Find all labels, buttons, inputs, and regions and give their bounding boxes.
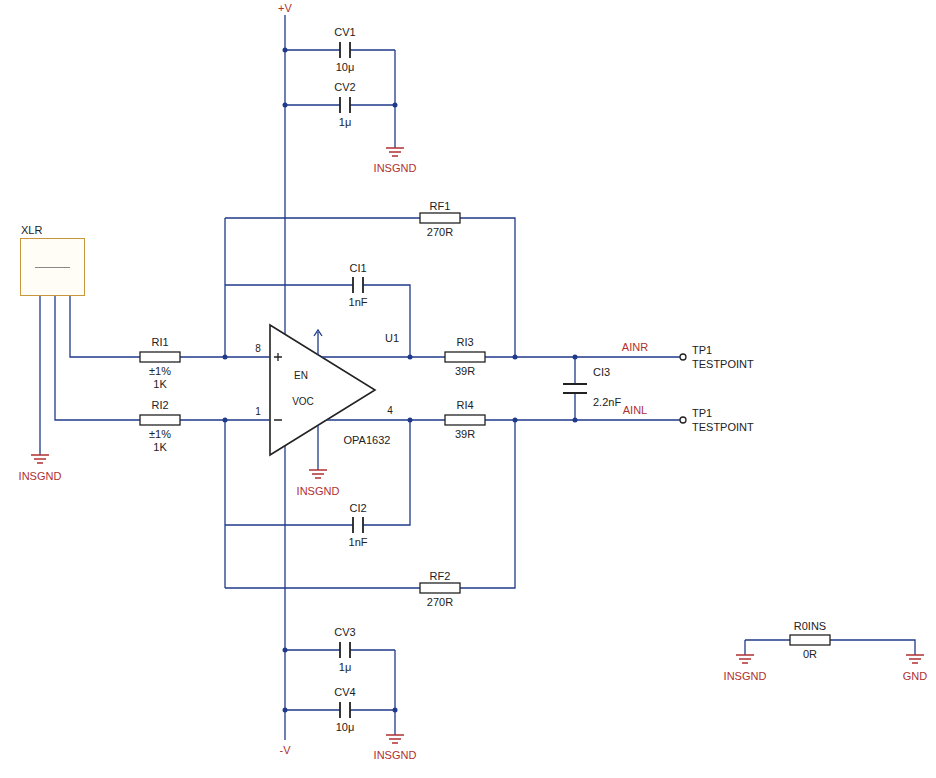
ground-symbol xyxy=(386,148,404,156)
pin-number: 1 xyxy=(255,406,261,418)
junction-dot xyxy=(513,418,518,423)
part-ref: U1 xyxy=(385,332,399,344)
capacitor-symbol xyxy=(340,642,350,718)
part-value: 39R xyxy=(455,428,475,440)
resistor-symbol xyxy=(445,415,485,425)
part-ref: CV2 xyxy=(334,81,355,93)
net-name: GND xyxy=(903,670,927,682)
resistor-symbol xyxy=(140,352,180,362)
junction-dot xyxy=(573,418,578,423)
part-ref: RF2 xyxy=(430,570,451,582)
net-name: AINR xyxy=(622,341,648,353)
net-name: INSGND xyxy=(724,670,767,682)
junction-dot xyxy=(513,355,518,360)
part-ref: CV4 xyxy=(334,686,355,698)
testpoint-name: TESTPOINT xyxy=(692,358,754,370)
connector-name: XLR xyxy=(21,224,42,236)
resistor-symbol xyxy=(445,352,485,362)
part-value: 10μ xyxy=(336,61,355,73)
testpoint-name: TESTPOINT xyxy=(692,421,754,433)
part-number: OPA1632 xyxy=(344,434,391,446)
pin-name: VOC xyxy=(292,396,314,408)
junction-dot xyxy=(223,355,228,360)
resistor-symbol xyxy=(790,635,830,645)
part-value: 2.2nF xyxy=(593,396,621,408)
wire xyxy=(285,650,395,735)
junction-dot xyxy=(573,355,578,360)
junction-dot xyxy=(283,103,288,108)
part-ref: RF1 xyxy=(430,200,451,212)
net-name: INSGND xyxy=(297,485,340,497)
capacitor-symbol xyxy=(353,277,363,293)
net-name: AINL xyxy=(623,404,647,416)
part-ref: RI3 xyxy=(456,336,473,348)
junction-dot xyxy=(393,708,398,713)
net-name: INSGND xyxy=(374,162,417,174)
wire xyxy=(40,296,270,455)
net-name: INSGND xyxy=(19,470,62,482)
part-value: 1nF xyxy=(349,296,368,308)
resistor-symbol xyxy=(420,583,460,593)
part-value: 1μ xyxy=(339,116,351,128)
ground-symbol xyxy=(386,735,404,743)
part-ref: R0INS xyxy=(794,620,826,632)
enable-pin xyxy=(314,330,322,355)
junction-dot xyxy=(283,708,288,713)
part-ref: CV3 xyxy=(334,626,355,638)
wire xyxy=(225,218,515,357)
capacitor-symbol xyxy=(340,42,350,113)
xlr-connector: XLR xyxy=(20,238,85,296)
part-value: 270R xyxy=(427,596,453,608)
part-value: 270R xyxy=(427,226,453,238)
junction-dot xyxy=(283,648,288,653)
junction-dot xyxy=(223,418,228,423)
part-value: 1μ xyxy=(339,661,351,673)
junction-dot xyxy=(393,103,398,108)
part-value: 10μ xyxy=(336,721,355,733)
wire xyxy=(225,420,515,588)
part-value: 1K xyxy=(153,378,166,390)
testpoint xyxy=(680,417,686,423)
ground-symbol xyxy=(906,655,924,663)
part-ref: CV1 xyxy=(334,26,355,38)
tolerance: ±1% xyxy=(149,428,171,440)
part-value: 1nF xyxy=(349,536,368,548)
junction-dot xyxy=(408,355,413,360)
ground-symbol xyxy=(736,655,754,663)
testpoint-ref: TP1 xyxy=(692,344,712,356)
testpoint xyxy=(680,354,686,360)
testpoint-ref: TP1 xyxy=(692,407,712,419)
tolerance: ±1% xyxy=(149,365,171,377)
net-name: -V xyxy=(280,744,291,756)
part-value: 0R xyxy=(803,648,817,660)
wire xyxy=(322,357,680,420)
net-name: INSGND xyxy=(374,749,417,761)
wire xyxy=(284,15,285,334)
wire xyxy=(574,357,575,420)
net-name: +V xyxy=(278,2,292,14)
part-ref: CI2 xyxy=(349,502,366,514)
part-ref: RI1 xyxy=(151,336,168,348)
part-ref: CI3 xyxy=(593,366,610,378)
junction-dot xyxy=(408,418,413,423)
resistor-symbol xyxy=(140,415,180,425)
part-value: 39R xyxy=(455,365,475,377)
opamp-sign xyxy=(274,353,282,420)
part-ref: CI1 xyxy=(349,262,366,274)
capacitor-symbol xyxy=(353,517,363,533)
pin-name: EN xyxy=(294,370,308,382)
resistor-symbol xyxy=(420,213,460,223)
wire xyxy=(317,425,318,470)
pin-number: 4 xyxy=(387,405,393,417)
ground-symbol xyxy=(309,470,327,478)
capacitor-symbol xyxy=(563,384,587,393)
wire xyxy=(284,446,285,740)
pin-number: 8 xyxy=(255,343,261,355)
junction-dot xyxy=(283,48,288,53)
part-ref: RI4 xyxy=(456,399,473,411)
ground-symbol xyxy=(31,455,49,463)
part-ref: RI2 xyxy=(151,399,168,411)
part-value: 1K xyxy=(153,441,166,453)
